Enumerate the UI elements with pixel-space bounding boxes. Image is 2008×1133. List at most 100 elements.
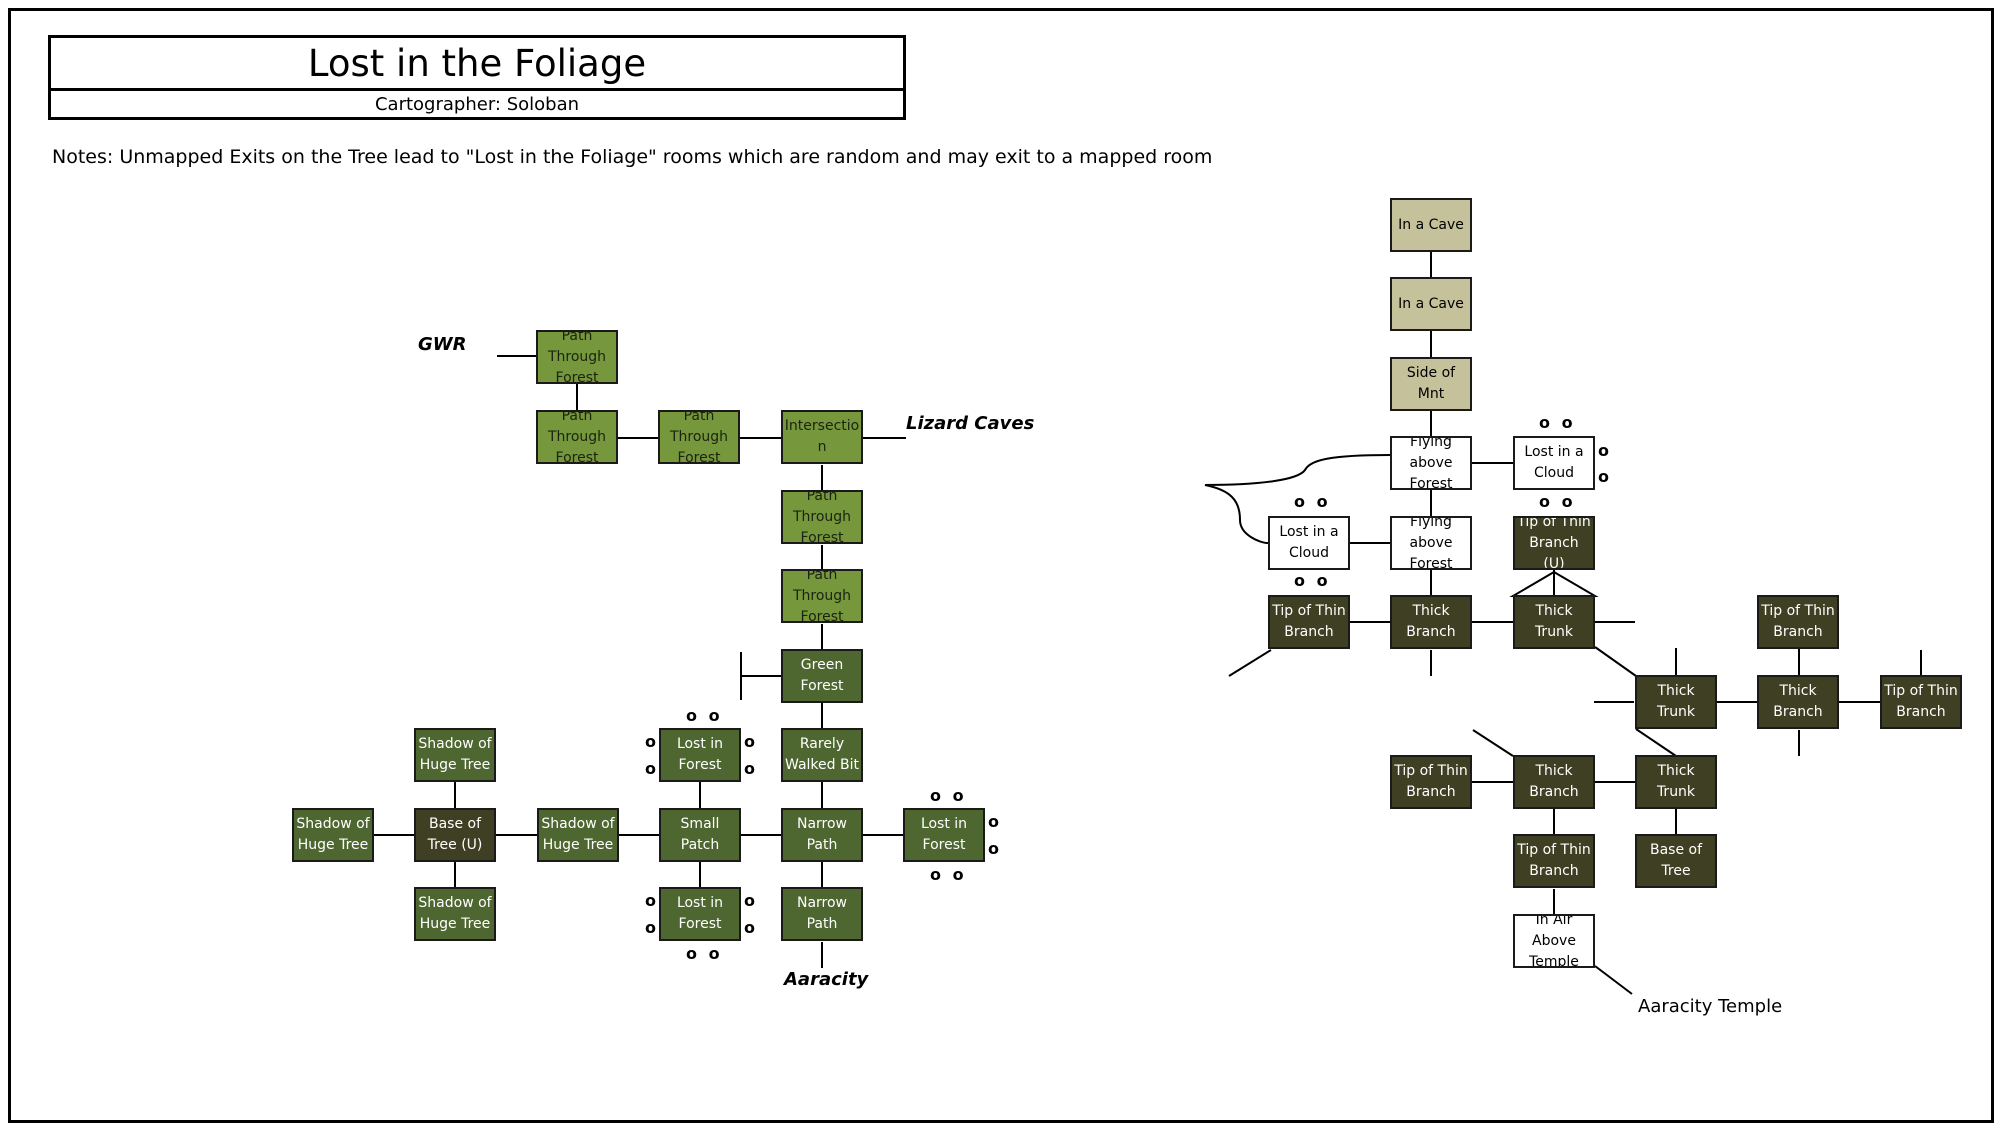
room-thick-trunk-1[interactable]: Thick Trunk [1513, 595, 1595, 649]
room-path-through-forest-5[interactable]: Path Through Forest [781, 569, 863, 623]
exit-marker-lost-n-left-2: o [645, 759, 659, 778]
room-lost-in-forest-north[interactable]: Lost in Forest [659, 728, 741, 782]
room-thick-branch-3[interactable]: Thick Branch [1513, 755, 1595, 809]
room-label: Thick Trunk [1534, 603, 1574, 640]
room-label: Green Forest [800, 657, 844, 694]
room-path-through-forest-2[interactable]: Path Through Forest [536, 410, 618, 464]
room-label: Lost in a Cloud [1279, 524, 1339, 561]
map-title: Lost in the Foliage [51, 38, 903, 91]
room-label: In a Cave [1398, 295, 1464, 312]
exit-marker-lost-e-right-1: o [988, 812, 1002, 831]
room-in-air-above-temple[interactable]: In Air Above Temple [1513, 914, 1595, 968]
exit-line-thick-branch-3 [1472, 729, 1514, 757]
room-tip-of-thin-branch-2[interactable]: Tip of Thin Branch [1757, 595, 1839, 649]
room-label: Rarely Walked Bit [785, 736, 859, 773]
room-label: In Air Above Temple [1529, 914, 1579, 968]
room-label: Base of Tree [1649, 842, 1703, 879]
exit-marker-lost-s-left-2: o [645, 918, 659, 937]
room-label: Path Through Forest [547, 410, 607, 464]
room-label: Path Through Forest [792, 490, 852, 544]
room-label: Flying above Forest [1409, 516, 1453, 570]
room-path-through-forest-3[interactable]: Path Through Forest [658, 410, 740, 464]
exit-label-aaracity: Aaracity [784, 969, 869, 990]
room-flying-above-forest-1[interactable]: Flying above Forest [1390, 436, 1472, 490]
room-in-a-cave-2[interactable]: In a Cave [1390, 277, 1472, 331]
room-shadow-of-huge-tree-west[interactable]: Shadow of Huge Tree [292, 808, 374, 862]
room-path-through-forest-4[interactable]: Path Through Forest [781, 490, 863, 544]
room-label: Tip of Thin Branch [1884, 683, 1958, 720]
exit-marker-cloud-1-right-1: o [1598, 441, 1612, 460]
room-label: Base of Tree (U) [427, 816, 483, 853]
room-in-a-cave-1[interactable]: In a Cave [1390, 198, 1472, 252]
room-thick-branch-1[interactable]: Thick Branch [1390, 595, 1472, 649]
room-tip-of-thin-branch-5[interactable]: Tip of Thin Branch [1513, 834, 1595, 888]
room-green-forest[interactable]: Green Forest [781, 649, 863, 703]
room-intersection[interactable]: Intersectio n [781, 410, 863, 464]
room-label: Narrow Path [796, 895, 848, 932]
room-lost-in-forest-south[interactable]: Lost in Forest [659, 887, 741, 941]
exit-line-tip-1 [1228, 649, 1272, 677]
room-rarely-walked-bit[interactable]: Rarely Walked Bit [781, 728, 863, 782]
exit-marker-lost-s-right-2: o [744, 918, 758, 937]
exit-label-aaracity-temple: Aaracity Temple [1638, 996, 1783, 1017]
room-thick-trunk-3[interactable]: Thick Trunk [1635, 755, 1717, 809]
exit-label-gwr: GWR [418, 334, 467, 355]
exit-marker-lost-n-left-1: o [645, 732, 659, 751]
room-shadow-of-huge-tree-east[interactable]: Shadow of Huge Tree [537, 808, 619, 862]
exit-marker-lost-e-right-2: o [988, 839, 1002, 858]
room-label: Thick Branch [1406, 603, 1456, 640]
room-base-of-tree[interactable]: Base of Tree [1635, 834, 1717, 888]
room-label: Path Through Forest [669, 410, 729, 464]
room-tip-of-thin-branch-up[interactable]: Tip of Thin Branch (U) [1513, 516, 1595, 570]
room-lost-in-a-cloud-2[interactable]: Lost in a Cloud [1268, 516, 1350, 570]
exit-marker-cloud-1-right-2: o [1598, 467, 1612, 486]
room-thick-branch-2[interactable]: Thick Branch [1757, 675, 1839, 729]
room-path-through-forest-gwr[interactable]: Path Through Forest [536, 330, 618, 384]
room-label: Side of Mnt [1406, 365, 1456, 402]
room-label: Tip of Thin Branch [1517, 842, 1591, 879]
room-tip-of-thin-branch-4[interactable]: Tip of Thin Branch [1390, 755, 1472, 809]
room-label: Thick Branch [1773, 683, 1823, 720]
room-label: Path Through Forest [547, 330, 607, 384]
room-label: Tip of Thin Branch [1761, 603, 1835, 640]
room-thick-trunk-2[interactable]: Thick Trunk [1635, 675, 1717, 729]
cartographer-credit: Cartographer: Soloban [374, 93, 580, 115]
exit-marker-lost-s-bottom: o o [686, 944, 723, 963]
room-label: Shadow of Huge Tree [541, 816, 615, 853]
exit-marker-lost-s-right-1: o [744, 891, 758, 910]
room-label: Path Through Forest [792, 569, 852, 623]
exit-marker-cloud-1-bottom: o o [1539, 492, 1576, 511]
room-label: Tip of Thin Branch [1394, 763, 1468, 800]
line-trunk-2-trunk-3 [1635, 728, 1677, 757]
room-label: Lost in Forest [920, 816, 968, 853]
room-label: Intersectio n [784, 418, 860, 455]
map-frame [8, 8, 1994, 1123]
title-box: Lost in the Foliage Cartographer: Soloba… [48, 35, 906, 120]
room-narrow-path-2[interactable]: Narrow Path [781, 887, 863, 941]
room-base-of-tree-up[interactable]: Base of Tree (U) [414, 808, 496, 862]
room-narrow-path-1[interactable]: Narrow Path [781, 808, 863, 862]
exit-marker-cloud-1-top: o o [1539, 413, 1576, 432]
room-shadow-of-huge-tree-north[interactable]: Shadow of Huge Tree [414, 728, 496, 782]
room-flying-above-forest-2[interactable]: Flying above Forest [1390, 516, 1472, 570]
room-label: Tip of Thin Branch (U) [1517, 516, 1591, 570]
exit-marker-cloud-2-top: o o [1294, 492, 1331, 511]
curve-flying-1-cloud-2 [1204, 454, 1391, 544]
exit-marker-lost-n-right-1: o [744, 732, 758, 751]
room-label: Lost in a Cloud [1524, 444, 1584, 481]
room-label: Shadow of Huge Tree [418, 895, 492, 932]
room-tip-of-thin-branch-3[interactable]: Tip of Thin Branch [1880, 675, 1962, 729]
room-label: Thick Trunk [1656, 683, 1696, 720]
room-lost-in-a-cloud-1[interactable]: Lost in a Cloud [1513, 436, 1595, 490]
room-small-patch[interactable]: Small Patch [659, 808, 741, 862]
room-side-of-mnt[interactable]: Side of Mnt [1390, 357, 1472, 411]
room-label: Thick Trunk [1656, 763, 1696, 800]
exit-marker-lost-e-top: o o [930, 786, 967, 805]
room-shadow-of-huge-tree-south[interactable]: Shadow of Huge Tree [414, 887, 496, 941]
room-label: Flying above Forest [1409, 436, 1453, 490]
room-tip-of-thin-branch-1[interactable]: Tip of Thin Branch [1268, 595, 1350, 649]
room-label: Tip of Thin Branch [1272, 603, 1346, 640]
room-lost-in-forest-east[interactable]: Lost in Forest [903, 808, 985, 862]
line-trunk-1-trunk-2 [1594, 646, 1637, 677]
